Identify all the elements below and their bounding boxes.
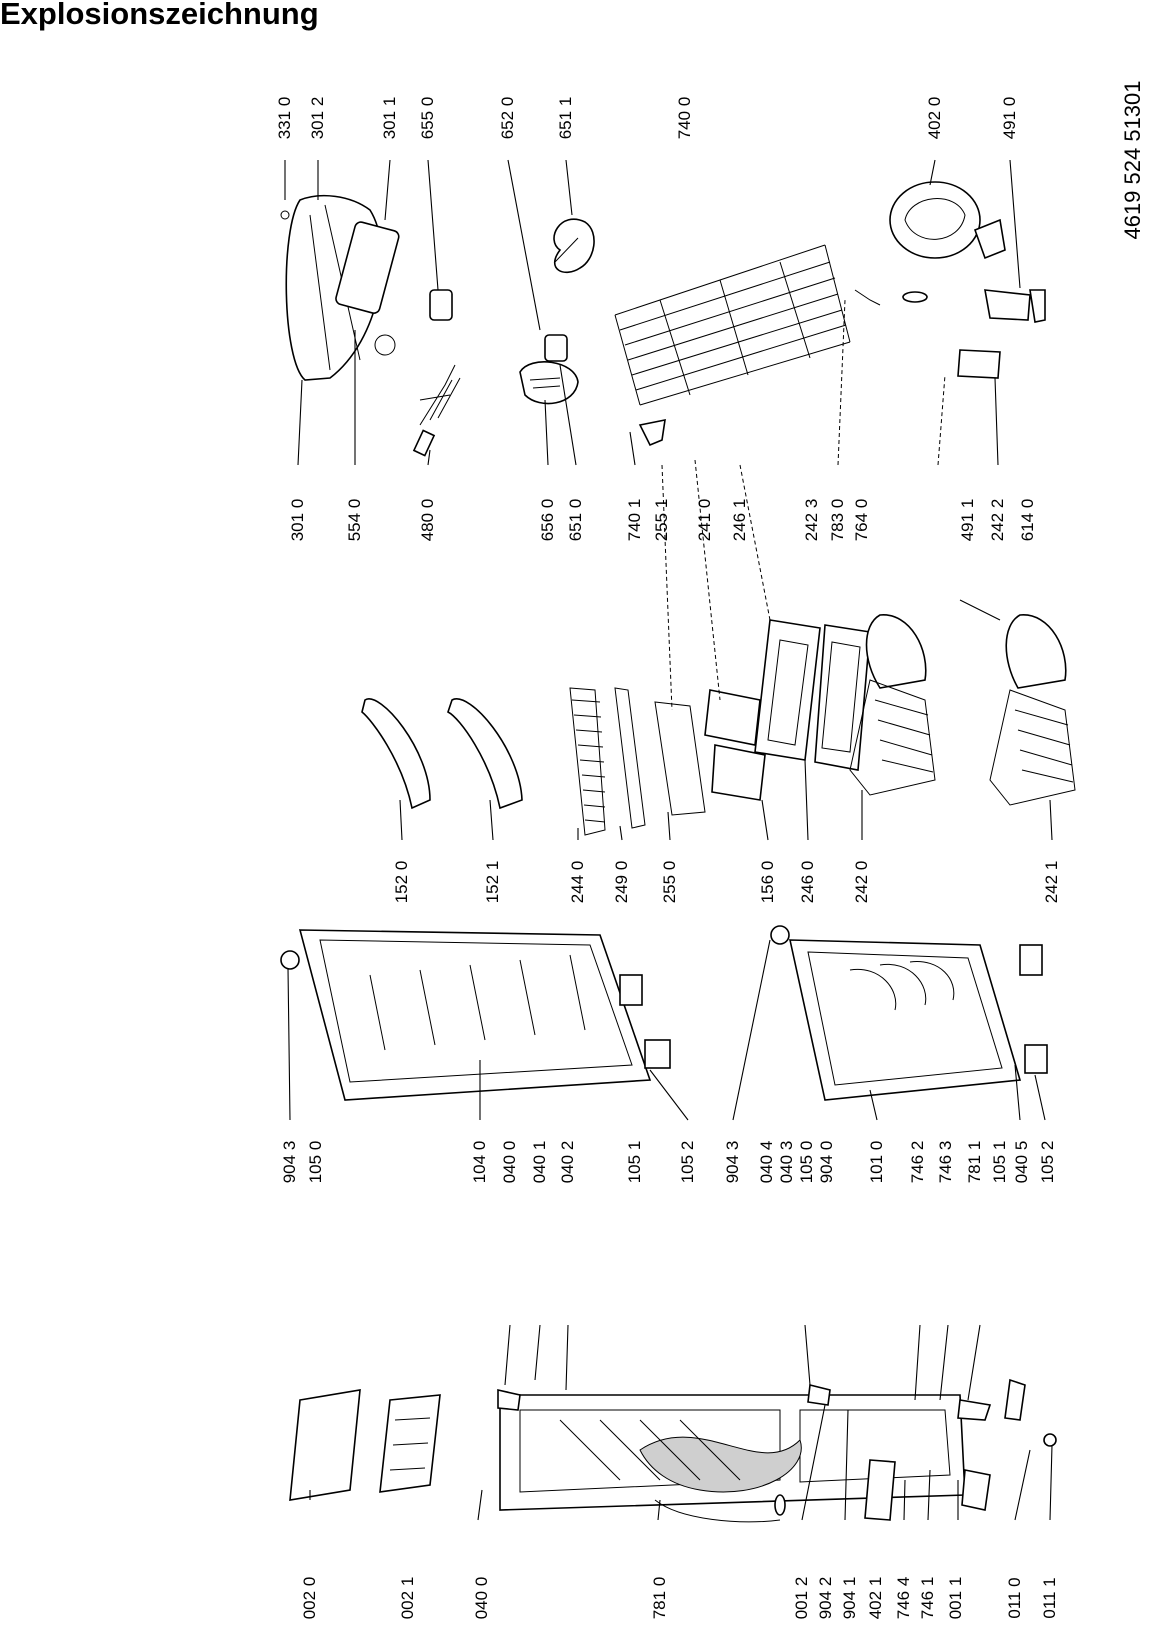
cabinet-body [499, 1394, 966, 1511]
freezer-drawers [704, 614, 1067, 801]
fridge-door [770, 925, 1048, 1101]
glass-shelves [614, 687, 706, 829]
base-parts [654, 1433, 1057, 1523]
freezer-control-housing [280, 194, 400, 381]
thermostat-knob [429, 289, 453, 321]
wire-baskets [849, 679, 1076, 806]
condenser-coil [614, 244, 851, 447]
freezer-door [280, 929, 671, 1101]
wire-shelf [569, 687, 606, 836]
page-title: Explosionszeichnung [0, 0, 319, 31]
tubes [854, 289, 928, 306]
leader-lines [284, 159, 1053, 1521]
lamp-cover-assembly [519, 218, 595, 405]
wiring-harness [412, 364, 461, 457]
door-racks [361, 698, 523, 810]
top-cover [289, 1389, 441, 1501]
hinges [497, 1378, 1026, 1421]
compressor [889, 181, 1046, 379]
